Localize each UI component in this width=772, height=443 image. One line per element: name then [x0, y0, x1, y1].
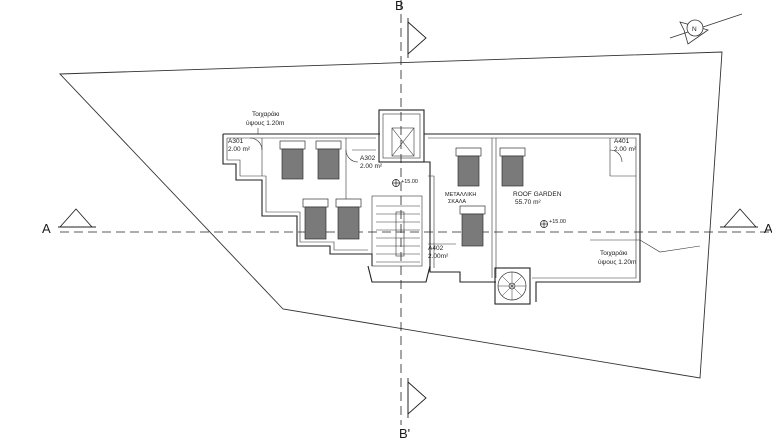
right-wing — [424, 133, 641, 305]
room-area-a401: 2.00 m² — [614, 146, 637, 153]
stair-label-line1: ΜΕΤΑΛΛΙΚΗ — [445, 192, 476, 198]
rooftop-unit — [304, 206, 327, 240]
room-code-a302: A302 — [360, 155, 376, 162]
rooftop-unit — [501, 155, 524, 187]
plot-boundary — [58, 51, 723, 379]
rooftop-unit — [459, 205, 486, 215]
parapet-note-right-line2: ύψους 1.20m — [598, 258, 636, 266]
rooftop-unit — [455, 147, 482, 157]
roof-garden-area: 55.70 m² — [515, 199, 541, 206]
section-label-b-bottom: B' — [399, 426, 410, 441]
room-code-a402: A402 — [428, 245, 444, 252]
rooftop-unit — [281, 148, 304, 180]
rooftop-unit — [457, 155, 480, 187]
section-mark-a-right: A — [720, 208, 772, 236]
rooftop-unit — [315, 140, 342, 150]
level-symbol-icon — [392, 179, 400, 187]
level-mark-1: +15.00 — [401, 179, 418, 185]
stair-core — [367, 109, 431, 283]
parapet-leader-right — [590, 239, 701, 253]
room-area-a402: 2.00m² — [428, 253, 449, 260]
north-letter: N — [692, 26, 697, 33]
rooftop-unit — [499, 147, 526, 157]
parapet-note-top-line2: ύψους 1.20m — [246, 119, 284, 127]
parapet-note-right-line1: Τοιχαράκι — [600, 249, 628, 257]
level-symbol-icon — [540, 220, 548, 228]
stair-label-line2: ΣΚΑΛΑ — [448, 199, 466, 205]
section-mark-b-bottom: B' — [399, 378, 427, 441]
room-code-a401: A401 — [614, 138, 630, 145]
roof-garden-name: ROOF GARDEN — [513, 191, 562, 198]
rooftop-unit — [279, 140, 306, 150]
section-mark-a-left: A — [42, 208, 96, 236]
parapet-note-top-line1: Τοιχαράκι — [252, 110, 280, 118]
left-wing — [222, 133, 380, 266]
rooftop-unit — [335, 198, 362, 208]
rooftop-unit — [302, 198, 329, 208]
section-label-b-top: B — [395, 0, 404, 13]
north-arrow-icon: N — [669, 13, 743, 45]
room-area-a302: 2.00 m² — [360, 163, 383, 170]
rooftop-unit — [317, 148, 340, 180]
section-label-a-left: A — [42, 221, 51, 236]
room-code-a301: A301 — [228, 138, 244, 145]
rooftop-unit — [461, 213, 484, 247]
level-mark-2: +15.00 — [549, 219, 566, 225]
rooftop-unit — [337, 206, 360, 240]
section-mark-b-top: B — [395, 0, 427, 58]
room-area-a301: 2.00 m² — [228, 146, 251, 153]
section-label-a-right: A — [764, 221, 772, 236]
